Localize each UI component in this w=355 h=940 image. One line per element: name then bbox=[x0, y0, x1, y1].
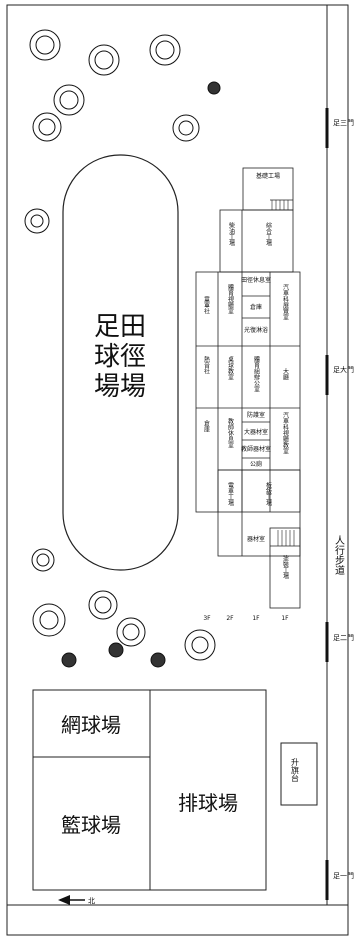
volleyball-court-label: 排球場 bbox=[178, 791, 238, 815]
courts bbox=[32, 689, 267, 891]
room-storage-2: 倉庫 bbox=[203, 419, 210, 433]
floor-label-2f: 2F bbox=[226, 615, 234, 622]
room-club: 童軍社 bbox=[203, 295, 210, 315]
north-arrow-icon bbox=[58, 895, 70, 905]
gate-2: 足二門 bbox=[325, 622, 354, 662]
room-pe-office: 體育組辦公室 bbox=[253, 355, 260, 392]
room-storage-1: 倉庫 bbox=[250, 303, 262, 311]
room-tabletennis: 桌球教室 bbox=[227, 355, 234, 380]
room-elec-workshop: 電車工場 bbox=[227, 482, 234, 507]
gate-main: 足大門 bbox=[325, 355, 354, 395]
gate-main-label: 足大門 bbox=[333, 365, 354, 374]
gate-1: 足一門 bbox=[325, 860, 354, 900]
flag-platform-label: 升旗台 bbox=[291, 758, 300, 783]
gate-3: 足三門 bbox=[325, 108, 354, 148]
north-arrow: 北 bbox=[58, 895, 95, 905]
room-rest-room: 田徑休息室 bbox=[241, 276, 271, 284]
floor-label-1f-b: 1F bbox=[281, 615, 289, 622]
room-hall: 大廳 bbox=[282, 367, 289, 381]
room-paint-workshop: 塗裝工場 bbox=[282, 554, 289, 580]
room-hot-club: 熱音社 bbox=[203, 355, 210, 375]
room-sports-room: 體育視聽室 bbox=[227, 283, 234, 314]
field-label-3: 場場 bbox=[94, 372, 146, 402]
room-auto-exhibit: 汽車科展覽室 bbox=[282, 283, 289, 320]
floor-label-1f-a: 1F bbox=[252, 615, 260, 622]
gate-3-label: 足三門 bbox=[333, 119, 354, 127]
map-border bbox=[6, 4, 349, 936]
room-shower: 光復淋浴 bbox=[244, 326, 268, 334]
room-tool-room: 器材室 bbox=[247, 535, 265, 543]
basketball-court-label: 籃球場 bbox=[61, 813, 121, 837]
floor-label-3f: 3F bbox=[203, 615, 211, 622]
stairs bbox=[271, 200, 295, 546]
room-defense: 防護室 bbox=[247, 411, 265, 419]
room-body-workshop: 板鈑工場 bbox=[265, 481, 272, 507]
room-teacher-materials: 教師器材室 bbox=[241, 445, 271, 453]
room-labels: 基礎工場 柴油工場 綜合工場 童軍社 體育視聽室 田徑休息室 倉庫 光復淋浴 汽… bbox=[203, 172, 289, 580]
room-diesel-workshop: 柴油工場 bbox=[228, 221, 235, 247]
trees bbox=[24, 29, 221, 668]
room-audiovisual: 汽車科視聽教室 bbox=[282, 411, 289, 454]
gate-2-label: 足二門 bbox=[333, 634, 354, 642]
field-label-2: 球徑 bbox=[94, 342, 146, 372]
room-general-workshop: 綜合工場 bbox=[265, 221, 272, 247]
floor-labels: 3F 2F 1F 1F bbox=[203, 615, 289, 622]
athletic-field bbox=[62, 154, 179, 571]
room-teacher-rest: 教師休息室 bbox=[227, 417, 234, 448]
flag-platform bbox=[280, 742, 318, 806]
gate-1-label: 足一門 bbox=[333, 872, 354, 880]
building-complex bbox=[195, 167, 301, 609]
room-materials: 大器材室 bbox=[244, 428, 268, 436]
field-label-1: 足田 bbox=[94, 312, 146, 342]
sidewalk-label: 人行步道 bbox=[333, 535, 345, 575]
room-foundation-workshop: 基礎工場 bbox=[256, 172, 280, 180]
north-label: 北 bbox=[88, 897, 95, 905]
room-toilet: 公廁 bbox=[250, 460, 262, 468]
tennis-court-label: 網球場 bbox=[61, 713, 121, 737]
